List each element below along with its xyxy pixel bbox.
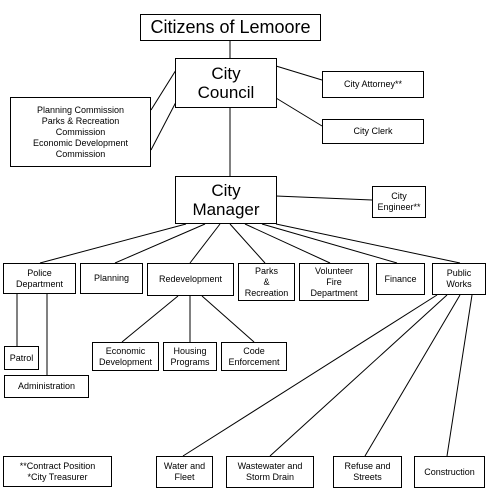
code-enforcement-box: Code Enforcement bbox=[221, 342, 287, 371]
city-engineer-box: City Engineer** bbox=[372, 186, 426, 218]
city-council-box: City Council bbox=[175, 58, 277, 108]
economic-development-box: Economic Development bbox=[92, 342, 159, 371]
police-department-box: Police Department bbox=[3, 263, 76, 294]
volunteer-fire-box: Volunteer Fire Department bbox=[299, 263, 369, 301]
commissions-box: Planning Commission Parks & Recreation C… bbox=[10, 97, 151, 167]
citizens-box: Citizens of Lemoore bbox=[140, 14, 321, 41]
city-clerk-box: City Clerk bbox=[322, 119, 424, 144]
legend-box: **Contract Position *City Treasurer bbox=[3, 456, 112, 487]
planning-box: Planning bbox=[80, 263, 143, 294]
water-fleet-box: Water and Fleet bbox=[156, 456, 213, 488]
public-works-box: Public Works bbox=[432, 263, 486, 295]
construction-box: Construction bbox=[414, 456, 485, 488]
city-manager-box: City Manager bbox=[175, 176, 277, 224]
parks-recreation-box: Parks & Recreation bbox=[238, 263, 295, 301]
administration-box: Administration bbox=[4, 375, 89, 398]
refuse-streets-box: Refuse and Streets bbox=[333, 456, 402, 488]
redevelopment-box: Redevelopment bbox=[147, 263, 234, 296]
city-attorney-box: City Attorney** bbox=[322, 71, 424, 98]
patrol-box: Patrol bbox=[4, 346, 39, 370]
finance-box: Finance bbox=[376, 263, 425, 295]
housing-programs-box: Housing Programs bbox=[163, 342, 217, 371]
wastewater-storm-box: Wastewater and Storm Drain bbox=[226, 456, 314, 488]
